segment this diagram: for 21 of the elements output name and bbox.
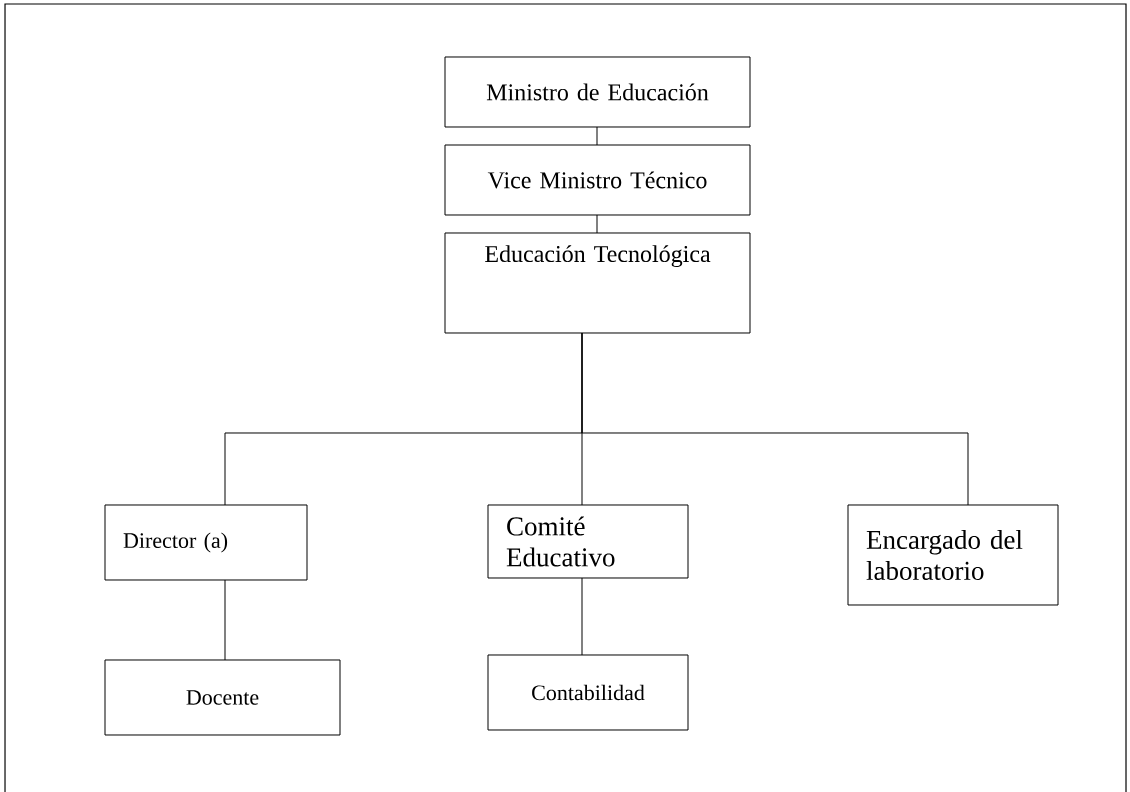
box-label: Director (a) [123,532,228,553]
org-box [487,654,689,731]
org-box [444,144,751,216]
org-box [104,659,341,736]
org-box [444,56,751,128]
box-label: Docente [186,690,259,705]
connector-line [224,579,226,661]
box-label: Ministro de Educación [486,83,709,101]
box-label: Contabilidad [532,684,645,701]
connector-line [596,126,598,146]
box-label: Educación Tecnológica [485,245,711,268]
connector-line [596,214,598,234]
box-label: Vice Ministro Técnico [487,171,707,189]
org-box [104,504,308,581]
connector-line [581,332,969,506]
box-label: Encargado del laboratorio [866,530,1023,580]
box-label: Comité Educativo [506,516,615,567]
connector-line [581,577,583,656]
org-box [487,504,689,579]
org-box [444,232,751,334]
org-box [847,504,1059,606]
